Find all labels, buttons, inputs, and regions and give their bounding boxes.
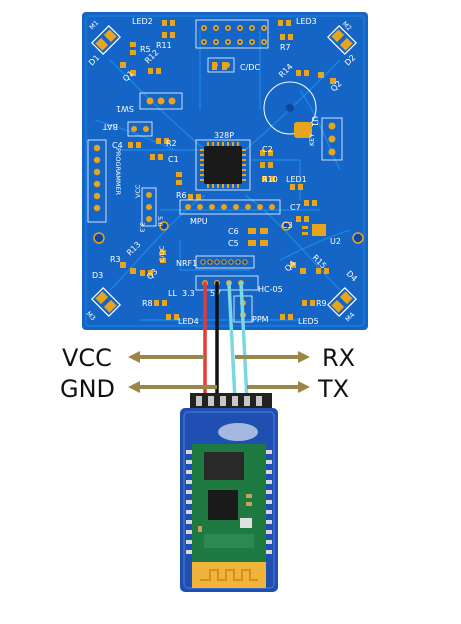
silk-led5: LED5 [298, 317, 319, 326]
silk-led3: LED3 [296, 17, 317, 26]
silk-led4: LED4 [178, 317, 199, 326]
silk-vcc-small: VCC [134, 184, 142, 198]
silk-c2: C2 [262, 145, 273, 154]
silk-programmer: PROGRAMMER [114, 148, 122, 196]
silk-r8: R8 [142, 299, 153, 308]
silk-u1: U1 [310, 116, 319, 127]
silk-led1: LED1 [286, 175, 307, 184]
silk-cdc1: C/DC [240, 63, 260, 72]
silk-c7: C7 [290, 203, 301, 212]
silk-r9: R9 [316, 299, 327, 308]
silk-cdc2: C/DC [158, 245, 166, 262]
module-flash-chip [208, 490, 238, 520]
silk-d3: D3 [92, 271, 103, 280]
module-bt-chip [204, 452, 244, 480]
silk-c3: C3 [282, 221, 293, 230]
flight-controller-pcb: LED2 LED3 R11 R7 M1 M2 C/DC R5 D1 R12 Q1… [82, 12, 368, 330]
label-gnd: GND [60, 375, 115, 403]
silk-mpu: MPU [190, 217, 208, 226]
silk-bat: BAT [103, 122, 118, 131]
silk-r11: R11 [156, 41, 172, 50]
silk-c6: C6 [228, 227, 239, 236]
silk-nrf: NRF1 [176, 259, 197, 268]
silk-u2: U2 [330, 237, 341, 246]
silk-sw1: SW1 [116, 104, 134, 113]
silk-r2: R2 [166, 139, 177, 148]
silk-r3: R3 [110, 255, 121, 264]
hc05-bluetooth-module [180, 393, 278, 592]
silk-ll: LL [168, 289, 177, 298]
label-tx: TX [317, 375, 349, 403]
microcontroller-chip [196, 140, 250, 190]
silk-chip: 328P [214, 131, 234, 140]
label-rx: RX [322, 344, 355, 372]
silk-c5: C5 [228, 239, 239, 248]
silk-v33b: 3.3 [182, 289, 195, 298]
module-antenna [192, 562, 266, 588]
silk-v50: 5.0 [156, 216, 164, 226]
signal-arrows [134, 357, 304, 387]
silk-ppm: PPM [252, 315, 269, 324]
silk-led2: LED2 [132, 17, 153, 26]
silk-r10: R10 [262, 175, 278, 184]
label-vcc: VCC [62, 344, 112, 372]
silk-key: KEY [308, 134, 316, 146]
silk-hc05: HC-05 [258, 285, 283, 294]
silk-r7: R7 [280, 43, 291, 52]
silk-v33a: 3.3 [138, 222, 146, 232]
silk-r6: R6 [176, 191, 187, 200]
silk-c1: C1 [168, 155, 179, 164]
